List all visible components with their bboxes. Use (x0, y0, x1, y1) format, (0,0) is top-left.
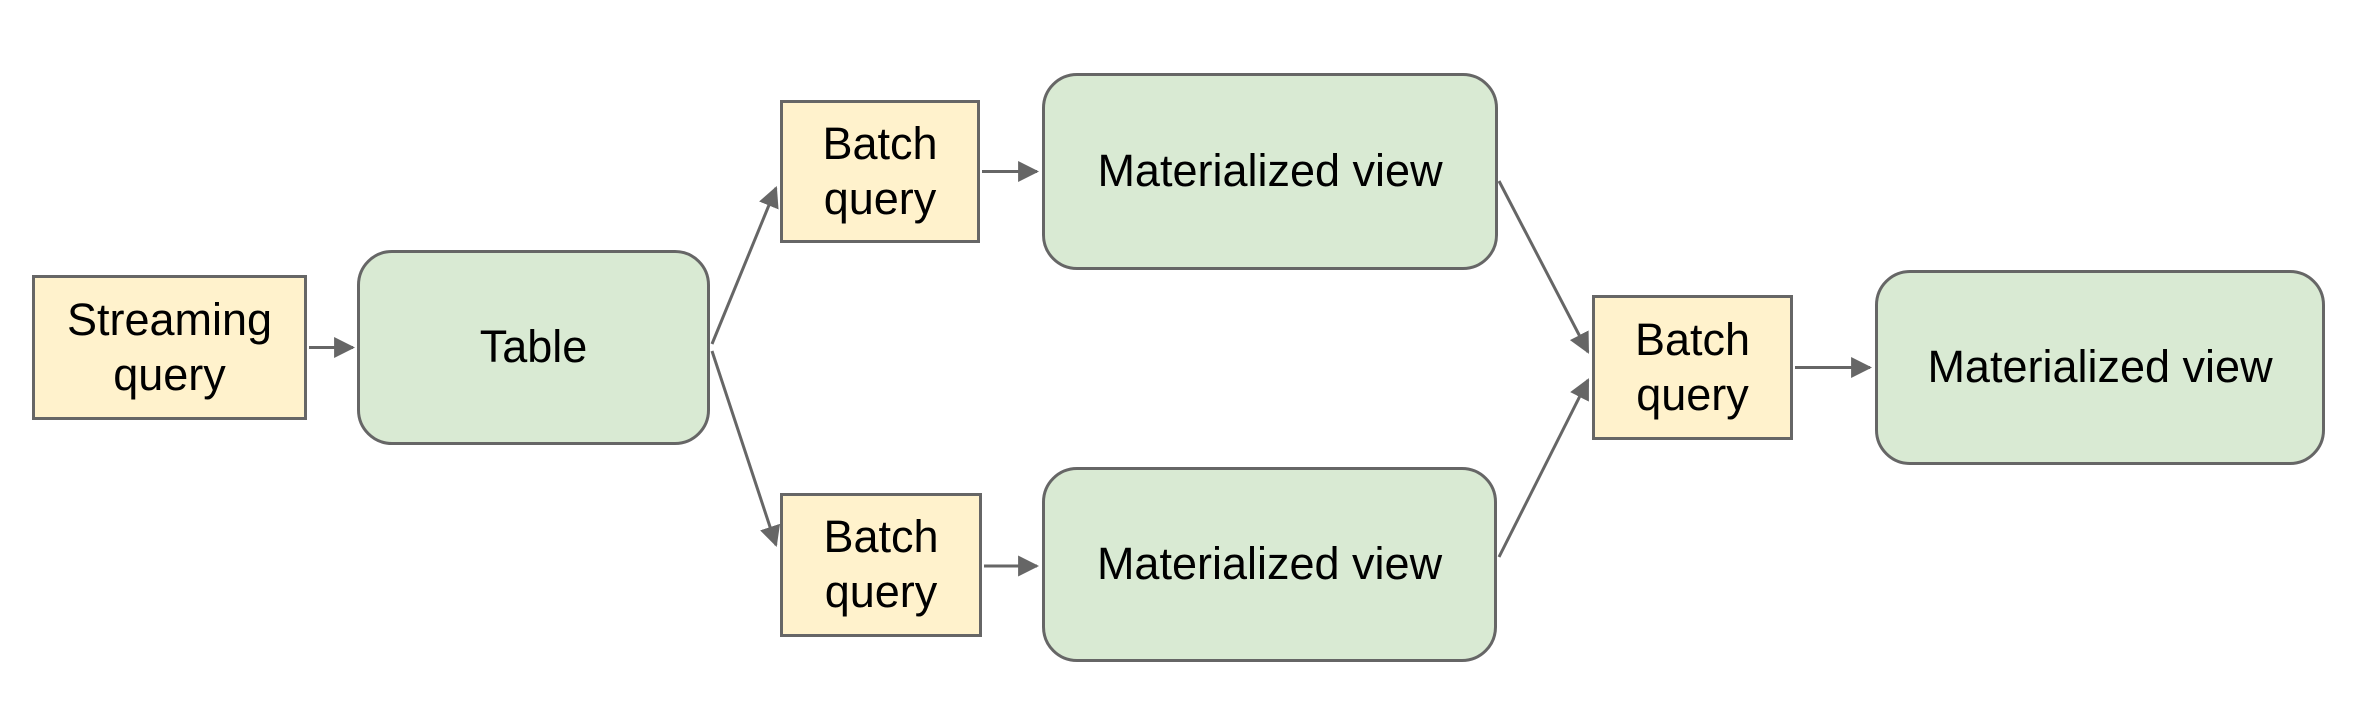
node-label-batch-query-bottom: Batch query (823, 511, 939, 617)
node-materialized-view-right: Materialized view (1875, 270, 2325, 465)
node-label-batch-query-center: Batch query (1634, 313, 1751, 420)
edge-table-to-batch-query-bottom (710, 350, 781, 547)
node-batch-query-center: Batch query (1592, 295, 1793, 440)
node-label-batch-query-top: Batch query (822, 117, 938, 224)
node-materialized-view-top: Materialized view (1042, 73, 1498, 270)
edge-table-to-batch-query-top (710, 186, 779, 345)
node-label-materialized-view-right: Materialized view (1927, 341, 2273, 393)
node-batch-query-bottom: Batch query (780, 493, 982, 637)
edge-materialized-view-top-to-batch-query-center (1497, 180, 1590, 354)
node-label-table: Table (479, 321, 588, 373)
edge-materialized-view-bottom-to-batch-query-center (1497, 378, 1590, 558)
node-batch-query-top: Batch query (780, 100, 980, 243)
node-label-materialized-view-top: Materialized view (1097, 145, 1443, 197)
node-streaming-query: Streaming query (32, 275, 307, 420)
node-label-materialized-view-bottom: Materialized view (1096, 538, 1443, 590)
node-materialized-view-bottom: Materialized view (1042, 467, 1497, 662)
node-table: Table (357, 250, 710, 445)
node-label-streaming-query: Streaming query (66, 293, 273, 400)
